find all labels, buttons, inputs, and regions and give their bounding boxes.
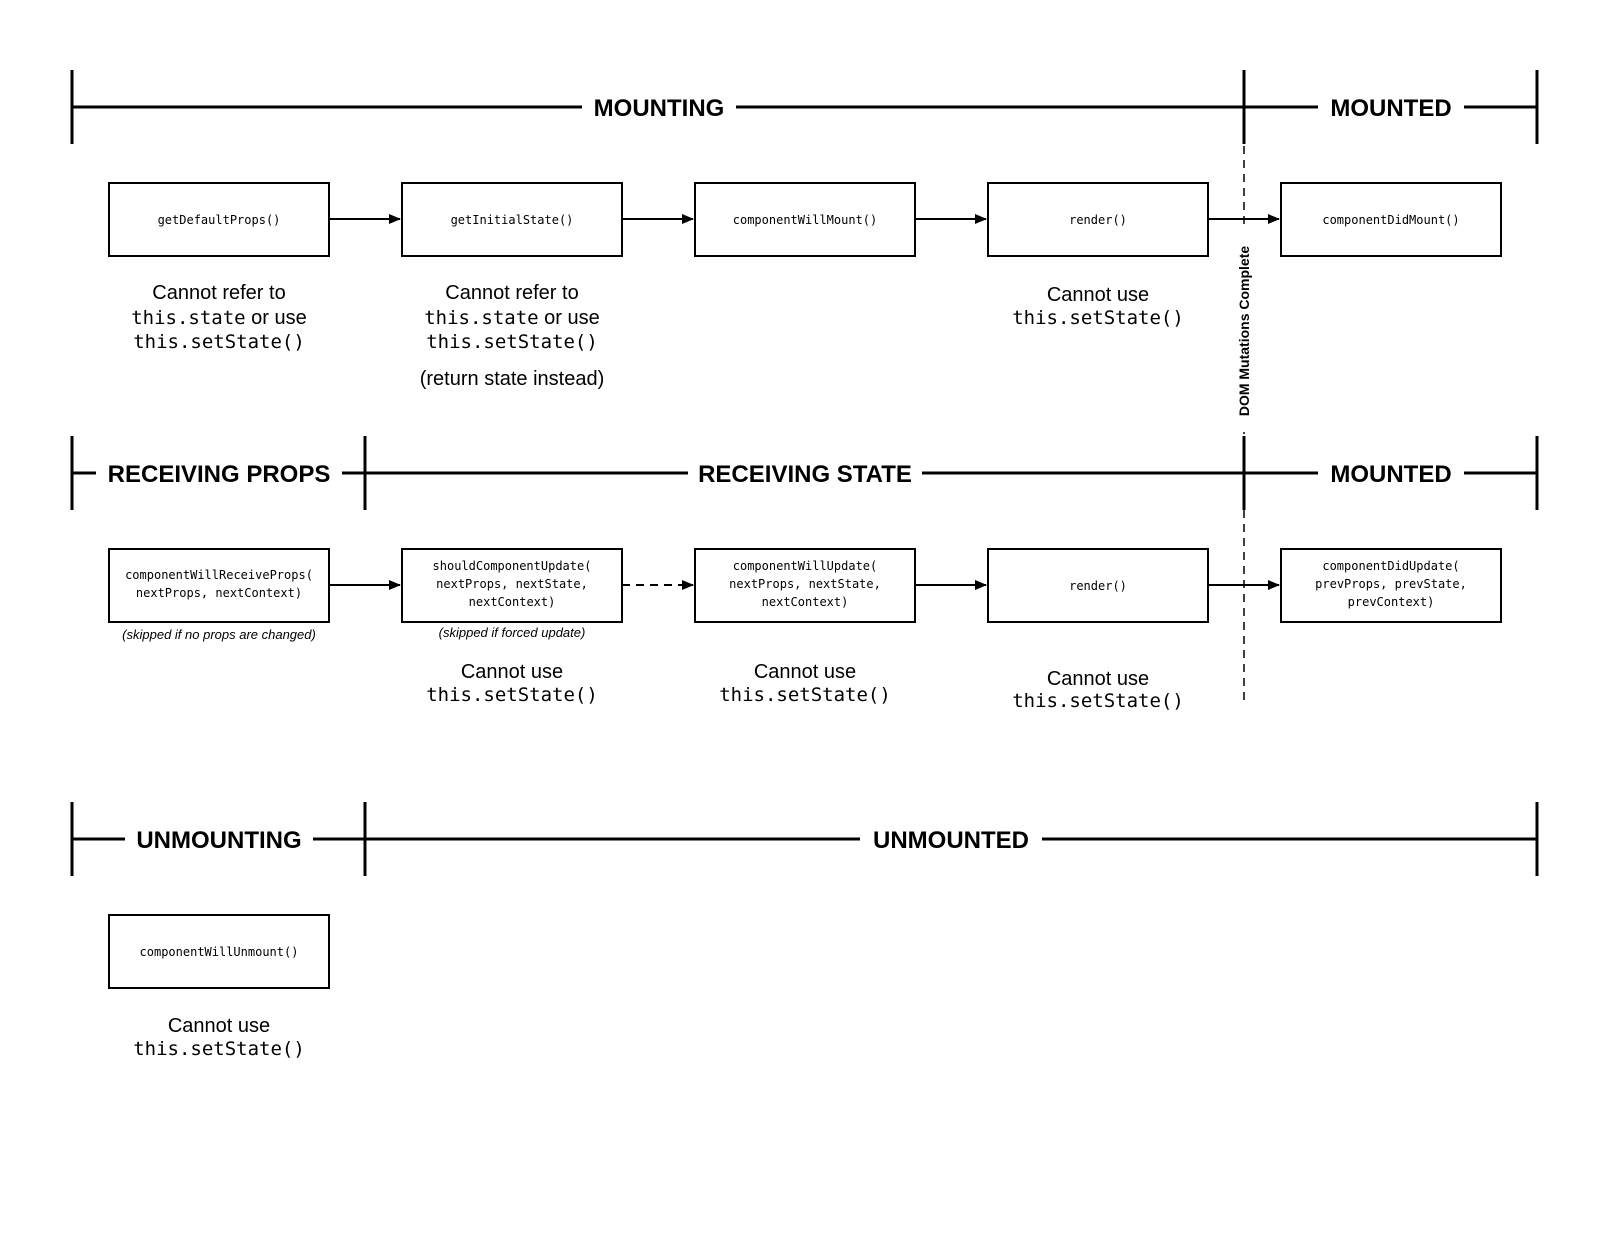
method-box-render-mount [987, 182, 1209, 257]
method-label-render-mount: render() [1069, 213, 1127, 227]
note-will-update-line2: this.setState() [719, 684, 891, 706]
method-label-did-update-line1: componentDidUpdate( [1322, 559, 1459, 573]
method-box-get-initial-state [401, 182, 623, 257]
note-initial-state-line2: this.state or use [424, 307, 600, 329]
phase-label-mounted-top: MOUNTED [1330, 95, 1451, 122]
method-box-component-will-unmount [108, 914, 330, 989]
phase-label-mounting: MOUNTING [594, 95, 725, 122]
method-label-will-update-line1: componentWillUpdate( [733, 559, 878, 573]
phase-bar-unmounting-row [70, 802, 1539, 876]
method-box-render-update [987, 548, 1209, 623]
note-default-props-line1: Cannot refer to [152, 282, 285, 304]
note-will-unmount-line2: this.setState() [133, 1038, 305, 1060]
method-label-will-receive-props-line1: componentWillReceiveProps( [125, 568, 313, 582]
phase-label-receiving-props: RECEIVING PROPS [108, 461, 331, 488]
phase-bar-updating-row [70, 436, 1539, 510]
note-will-unmount-line1: Cannot use [168, 1015, 270, 1037]
note-render-mount-line1: Cannot use [1047, 284, 1149, 306]
method-box-component-will-mount [694, 182, 916, 257]
note-will-update-line1: Cannot use [754, 661, 856, 683]
method-box-get-default-props [108, 182, 330, 257]
method-label-should-update-line2: nextProps, nextState, [436, 577, 588, 591]
method-label-did-update-line2: prevProps, prevState, [1315, 577, 1467, 591]
method-label-did-update-line3: prevContext) [1348, 595, 1435, 609]
method-label-get-default-props: getDefaultProps() [158, 213, 281, 227]
note-default-props-line2: this.state or use [131, 307, 307, 329]
dom-mutations-label: DOM Mutations Complete [1236, 246, 1252, 417]
note-should-update-line2: this.setState() [426, 684, 598, 706]
method-box-component-will-update [694, 548, 916, 623]
method-label-get-initial-state: getInitialState() [451, 213, 574, 227]
note-render-update-line1: Cannot use [1047, 668, 1149, 690]
method-label-will-update-line2: nextProps, nextState, [729, 577, 881, 591]
note-render-mount-line2: this.setState() [1012, 307, 1184, 329]
method-label-render-update: render() [1069, 579, 1127, 593]
phase-label-mounted-mid: MOUNTED [1330, 461, 1451, 488]
method-label-should-update-line1: shouldComponentUpdate( [433, 559, 592, 573]
phase-label-receiving-state: RECEIVING STATE [698, 461, 912, 488]
skip-note-forced-update: (skipped if forced update) [439, 625, 586, 640]
method-label-will-receive-props-line2: nextProps, nextContext) [136, 586, 302, 600]
note-default-props-line3: this.setState() [133, 331, 305, 353]
note-render-update-line2: this.setState() [1012, 690, 1184, 712]
method-box-component-did-mount [1280, 182, 1502, 257]
phase-label-unmounted: UNMOUNTED [873, 827, 1029, 854]
skip-note-receive-props: (skipped if no props are changed) [122, 627, 316, 642]
method-label-component-did-mount: componentDidMount() [1322, 213, 1459, 227]
phase-bar-mounting-row [70, 70, 1539, 144]
method-label-will-update-line3: nextContext) [762, 595, 849, 609]
method-box-component-did-update [1280, 548, 1502, 623]
method-label-component-will-unmount: componentWillUnmount() [140, 945, 299, 959]
note-should-update-line1: Cannot use [461, 661, 563, 683]
note-initial-state-line1: Cannot refer to [445, 282, 578, 304]
note-initial-state-line3: this.setState() [426, 331, 598, 353]
phase-label-unmounting: UNMOUNTING [136, 827, 301, 854]
note-initial-state-extra: (return state instead) [420, 368, 605, 390]
dom-mutations-label-bg [1233, 228, 1255, 432]
method-box-component-will-receive-props [108, 548, 330, 623]
method-label-component-will-mount: componentWillMount() [733, 213, 878, 227]
method-label-should-update-line3: nextContext) [469, 595, 556, 609]
